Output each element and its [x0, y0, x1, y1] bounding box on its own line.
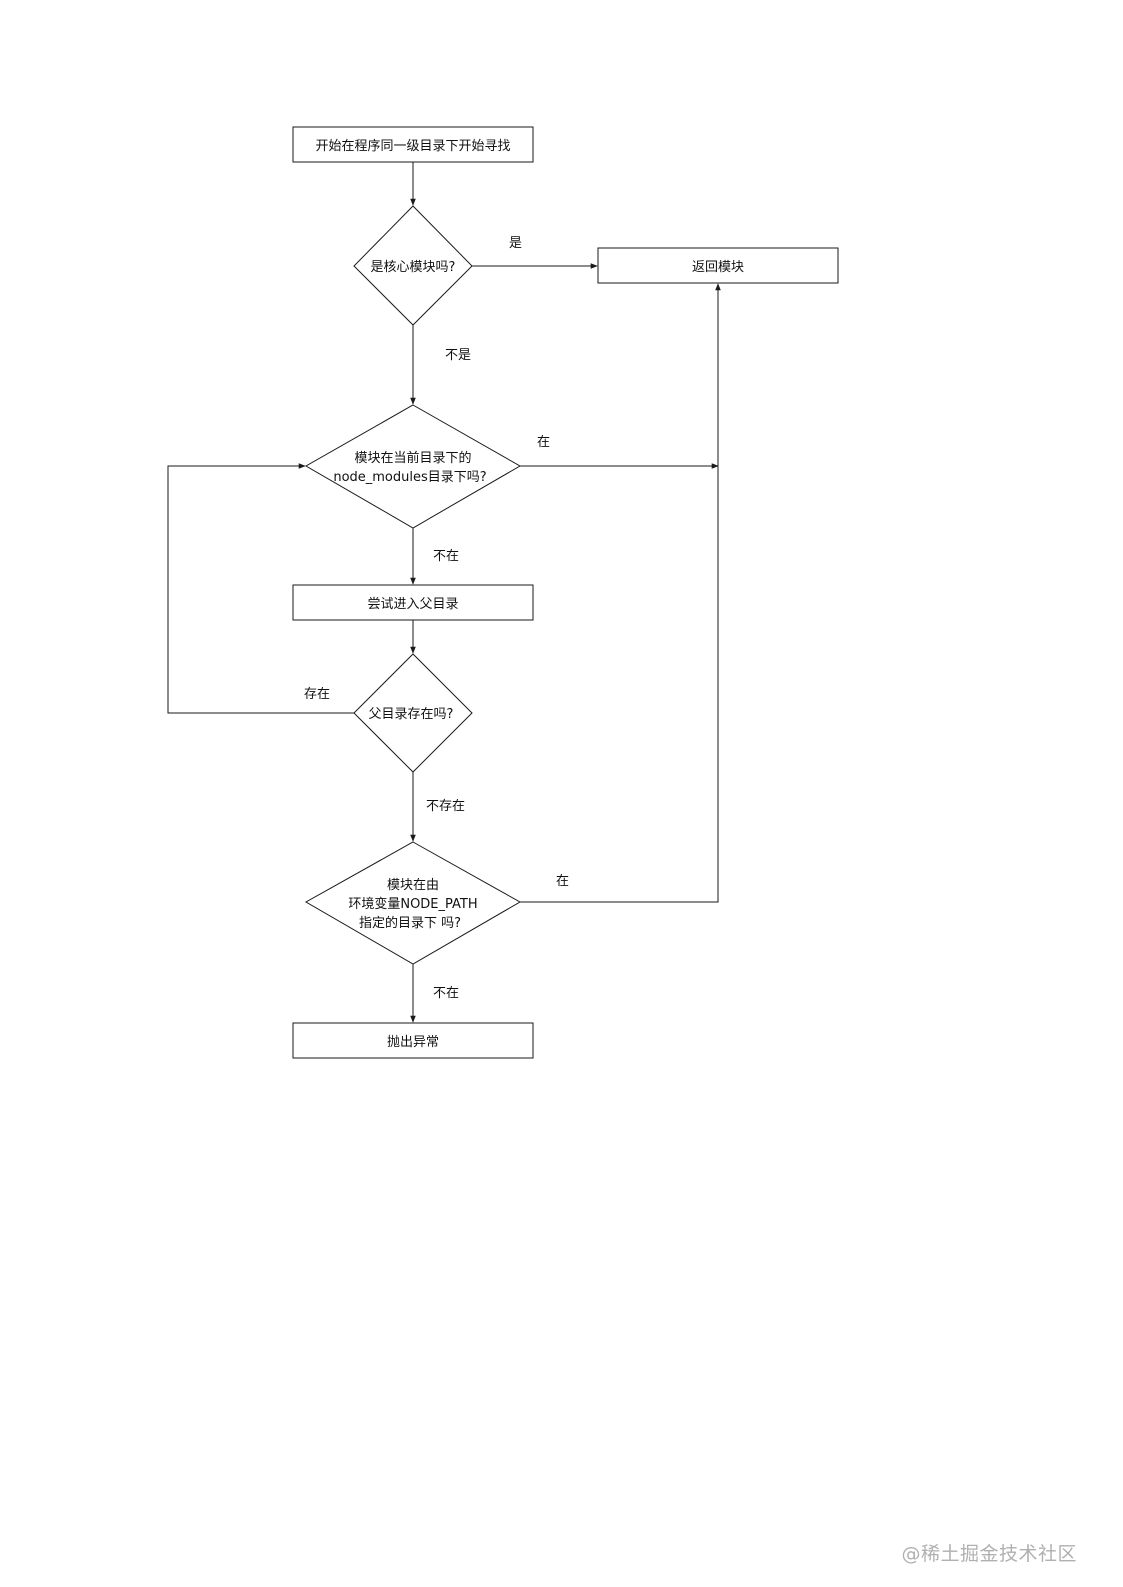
node-enter-parent: 尝试进入父目录: [292, 584, 534, 621]
edge-parent-exists-yes-label: 存在: [304, 687, 330, 702]
watermark: @稀土掘金技术社区: [901, 1543, 1077, 1565]
edge-is-core-yes-label: 是: [509, 236, 522, 251]
node-is-core-label: 是核心模块吗?: [371, 260, 456, 275]
node-is-core-decision: 是核心模块吗?: [353, 205, 473, 326]
edge-node-modules-no-label: 不在: [433, 549, 459, 564]
node-in-node-path-label-line1: 模块在由: [387, 878, 439, 893]
node-return-module: 返回模块: [597, 247, 839, 284]
node-start-label: 开始在程序同一级目录下开始寻找: [315, 139, 510, 154]
node-in-node-modules-decision: 模块在当前目录下的 node_modules目录下吗?: [304, 404, 522, 529]
node-in-node-modules-label-line1: 模块在当前目录下的: [354, 450, 471, 466]
node-parent-exists-decision: 父目录存在吗?: [353, 653, 473, 773]
node-enter-parent-label: 尝试进入父目录: [367, 597, 458, 612]
node-throw-error-label: 抛出异常: [387, 1035, 439, 1050]
node-in-node-modules-label-line2: node_modules目录下吗?: [333, 470, 486, 485]
edge-node-modules-yes-label: 在: [537, 435, 550, 450]
node-in-node-path-label-line3: 指定的目录下 吗?: [359, 915, 461, 931]
node-return-module-label: 返回模块: [692, 260, 744, 275]
node-throw-error: 抛出异常: [292, 1022, 534, 1059]
edge-node-path-no-label: 不在: [433, 986, 459, 1001]
edge-parent-exists-yes-loop: [167, 463, 354, 714]
node-in-node-path-label-line2: 环境变量NODE_PATH: [348, 896, 477, 912]
node-start: 开始在程序同一级目录下开始寻找: [292, 126, 534, 163]
node-in-node-path-decision: 模块在由 环境变量NODE_PATH 指定的目录下 吗?: [304, 841, 522, 965]
edge-parent-exists-no-label: 不存在: [426, 799, 465, 814]
node-parent-exists-label: 父目录存在吗?: [369, 707, 454, 722]
edge-node-path-yes-and-return: [520, 283, 721, 903]
edge-node-path-yes-label: 在: [556, 874, 569, 889]
edge-is-core-no-label: 不是: [445, 348, 471, 363]
